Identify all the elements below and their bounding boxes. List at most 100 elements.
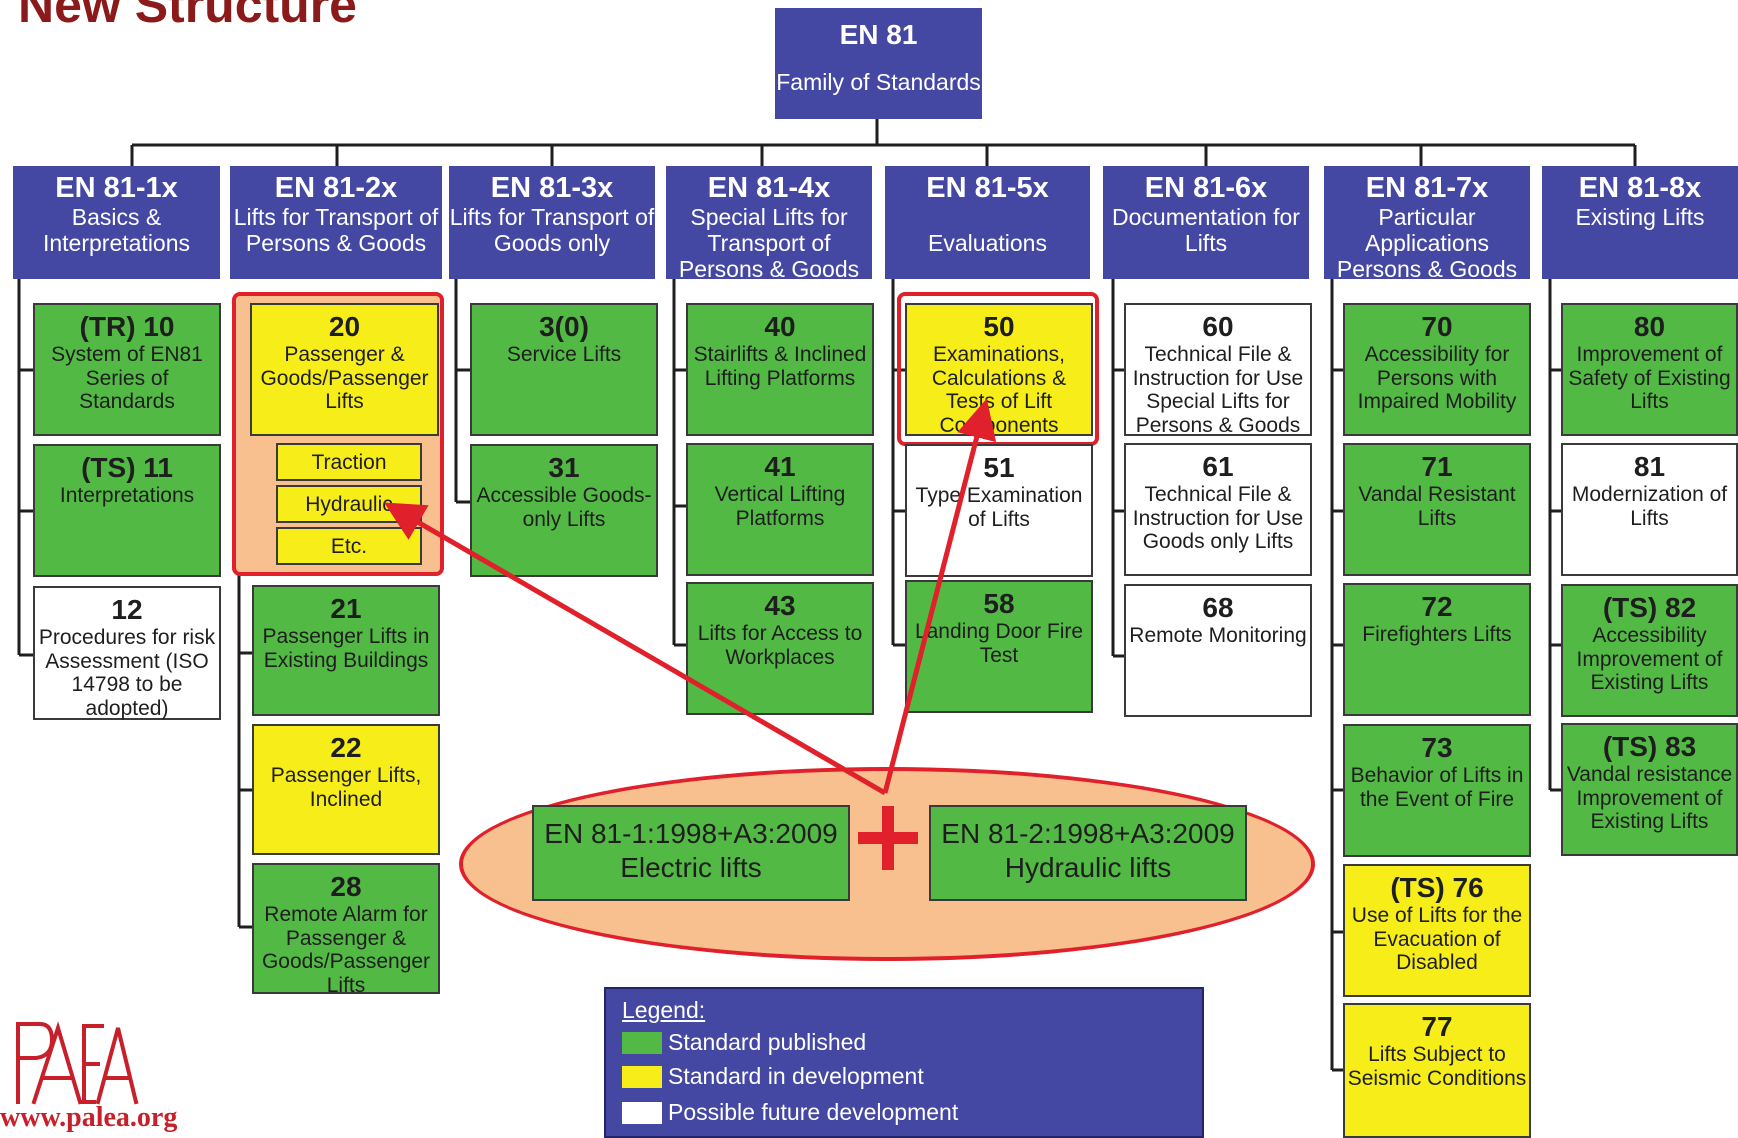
standard-box-22: 22 Passenger Lifts, Inclined: [252, 724, 440, 855]
current-code: EN 81-2:1998+A3:2009: [941, 818, 1235, 849]
standard-box-76: (TS) 76 Use of Lifts for the Evacuation …: [1343, 864, 1531, 997]
current-code: EN 81-1:1998+A3:2009: [544, 818, 838, 849]
standard-number: 40: [764, 311, 796, 342]
sub-traction: Traction: [276, 443, 422, 481]
column-code: EN 81-7x: [1365, 172, 1489, 204]
column-code: EN 81-3x: [490, 172, 614, 204]
standard-number: 73: [1421, 732, 1453, 763]
standard-text: Modernization of Lifts: [1571, 483, 1728, 530]
standard-box-30: 3(0) Service Lifts: [470, 303, 658, 436]
standard-number: (TS) 11: [81, 452, 173, 483]
legend-title: Legend:: [622, 997, 706, 1023]
standard-text: Passenger & Goods/Passenger Lifts: [260, 343, 429, 413]
column-header-3x: EN 81-3x Lifts for Transport of Goods on…: [449, 166, 655, 279]
column-name: Evaluations: [928, 230, 1047, 256]
standard-number: 50: [983, 311, 1015, 342]
standard-number: 22: [330, 732, 362, 763]
standard-number: 72: [1421, 591, 1453, 622]
standard-number: 3(0): [539, 311, 589, 342]
standard-box-11: (TS) 11 Interpretations: [33, 444, 221, 577]
standard-text: Remote Monitoring: [1129, 624, 1307, 647]
legend-label: Possible future development: [668, 1099, 959, 1125]
column-code: EN 81-1x: [55, 172, 178, 204]
standard-text: Remote Alarm for Passenger & Goods/Passe…: [261, 903, 431, 997]
column-name: Lifts for Transport of Persons & Goods: [233, 204, 439, 256]
standard-number: 81: [1633, 451, 1666, 482]
standard-box-81: 81 Modernization of Lifts: [1561, 443, 1738, 576]
column-name: Basics & Interpretations: [42, 204, 191, 256]
standard-number: 20: [328, 311, 361, 342]
current-name: Hydraulic lifts: [1004, 852, 1172, 883]
arrow-to-hydraulic: [384, 502, 887, 796]
standard-text: Type Examination of Lifts: [915, 484, 1083, 531]
legend-row-published: Standard published: [622, 1029, 866, 1056]
standard-number: (TS) 76: [1390, 872, 1484, 903]
standard-text: Technical File & Instruction for Use Goo…: [1132, 483, 1304, 553]
standard-text: Lifts Subject to Seismic Conditions: [1347, 1043, 1527, 1090]
standard-text: Interpretations: [59, 484, 195, 507]
standard-box-77: 77 Lifts Subject to Seismic Conditions: [1343, 1003, 1531, 1138]
standard-number: (TR) 10: [79, 311, 175, 342]
column-code: EN 81-4x: [707, 172, 831, 204]
standard-box-40: 40 Stairlifts & Inclined Lifting Platfor…: [686, 303, 874, 436]
arrow-to-en81-50: [882, 398, 997, 794]
legend-swatch-yellow: [622, 1065, 662, 1088]
standard-number: 12: [111, 594, 143, 625]
legend-swatch-white: [622, 1101, 662, 1124]
column-header-7x: EN 81-7x Particular Applications Persons…: [1324, 166, 1530, 282]
standard-text: Landing Door Fire Test: [914, 620, 1084, 667]
standard-text: Accessibility Improvement of Existing Li…: [1576, 624, 1723, 694]
standard-text: System of EN81 Series of Standards: [51, 343, 203, 413]
current-name: Electric lifts: [620, 852, 762, 883]
standard-box-50: 50 Examinations, Calculations & Tests of…: [905, 303, 1093, 437]
top-subtitle: Family of Standards: [776, 69, 981, 95]
standard-text: Vandal Resistant Lifts: [1358, 483, 1516, 530]
standard-box-82: (TS) 82 Accessibility Improvement of Exi…: [1561, 584, 1738, 717]
column-name: Lifts for Transport of Goods only: [449, 204, 655, 256]
column-code: EN 81-6x: [1144, 172, 1268, 204]
standard-box-80: 80 Improvement of Safety of Existing Lif…: [1561, 303, 1738, 436]
standard-text: Improvement of Safety of Existing Lifts: [1568, 343, 1731, 413]
standard-number: 41: [764, 451, 796, 482]
website-url[interactable]: www.palea.org: [0, 1102, 178, 1133]
standard-text: Passenger Lifts in Existing Buildings: [262, 625, 430, 672]
standard-box-83: (TS) 83 Vandal resistance Improvement of…: [1561, 723, 1738, 856]
column-header-4x: EN 81-4x Special Lifts for Transport of …: [666, 166, 872, 282]
column-header-2x: EN 81-2x Lifts for Transport of Persons …: [230, 166, 442, 279]
top-code: EN 81: [839, 19, 918, 50]
standard-number: 68: [1202, 592, 1234, 623]
standard-text: Firefighters Lifts: [1362, 623, 1512, 646]
column-header-8x: EN 81-8x Existing Lifts: [1542, 166, 1738, 279]
standard-box-21: 21 Passenger Lifts in Existing Buildings: [252, 585, 440, 716]
column-code: EN 81-5x: [926, 172, 1049, 204]
standard-box-71: 71 Vandal Resistant Lifts: [1343, 443, 1531, 576]
standard-text: Accessibility for Persons with Impaired …: [1357, 343, 1517, 413]
standard-text: Service Lifts: [506, 343, 622, 366]
column-name: Existing Lifts: [1575, 204, 1705, 230]
legend-swatch-green: [622, 1031, 662, 1054]
standard-text: Technical File & Instruction for Use Spe…: [1132, 343, 1304, 437]
standard-text: Lifts for Access to Workplaces: [697, 622, 863, 669]
legend-row-development: Standard in development: [622, 1063, 924, 1090]
standard-box-51: 51 Type Examination of Lifts: [905, 444, 1093, 577]
standard-text: Passenger Lifts, Inclined: [270, 764, 422, 811]
page-title: New Structure: [18, 0, 357, 33]
standard-number: (TS) 82: [1602, 592, 1697, 623]
column-name: Documentation for Lifts: [1112, 204, 1300, 256]
standard-number: 77: [1421, 1011, 1453, 1042]
palea-logo: [16, 1021, 139, 1105]
legend-row-future: Possible future development: [622, 1099, 958, 1126]
standard-box-60: 60 Technical File & Instruction for Use …: [1124, 303, 1312, 437]
standard-text: Stairlifts & Inclined Lifting Platforms: [693, 343, 867, 390]
standard-box-28: 28 Remote Alarm for Passenger & Goods/Pa…: [252, 863, 440, 997]
standard-number: 80: [1633, 311, 1666, 342]
column-name: Special Lifts for Transport of Persons &…: [678, 204, 860, 282]
standard-number: 61: [1202, 451, 1234, 482]
column-header-1x: EN 81-1x Basics & Interpretations: [13, 166, 220, 279]
standard-text: Behavior of Lifts in the Event of Fire: [1350, 764, 1524, 811]
standard-box-31: 31 Accessible Goods-only Lifts: [470, 444, 658, 577]
column-code: EN 81-2x: [274, 172, 398, 204]
standard-box-61: 61 Technical File & Instruction for Use …: [1124, 443, 1312, 576]
standard-box-41: 41 Vertical Lifting Platforms: [686, 443, 874, 576]
plus-icon: [858, 806, 918, 870]
